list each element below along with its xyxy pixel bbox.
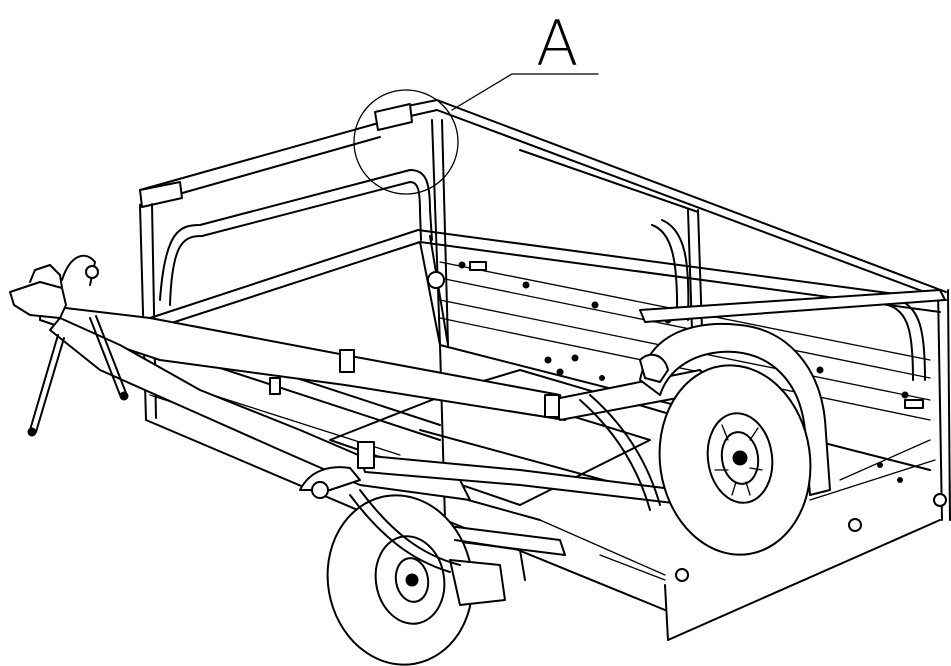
front-headboard (149, 119, 951, 521)
detail-circle (353, 89, 459, 195)
upper-side-rail (139, 99, 947, 301)
far-wheel (299, 466, 526, 666)
detail-callout-a: A (353, 7, 599, 195)
suspension (311, 394, 947, 582)
near-wheel (639, 322, 831, 556)
callout-leader (451, 73, 513, 111)
callout-label: A (536, 7, 578, 80)
tow-coupling (9, 254, 129, 437)
